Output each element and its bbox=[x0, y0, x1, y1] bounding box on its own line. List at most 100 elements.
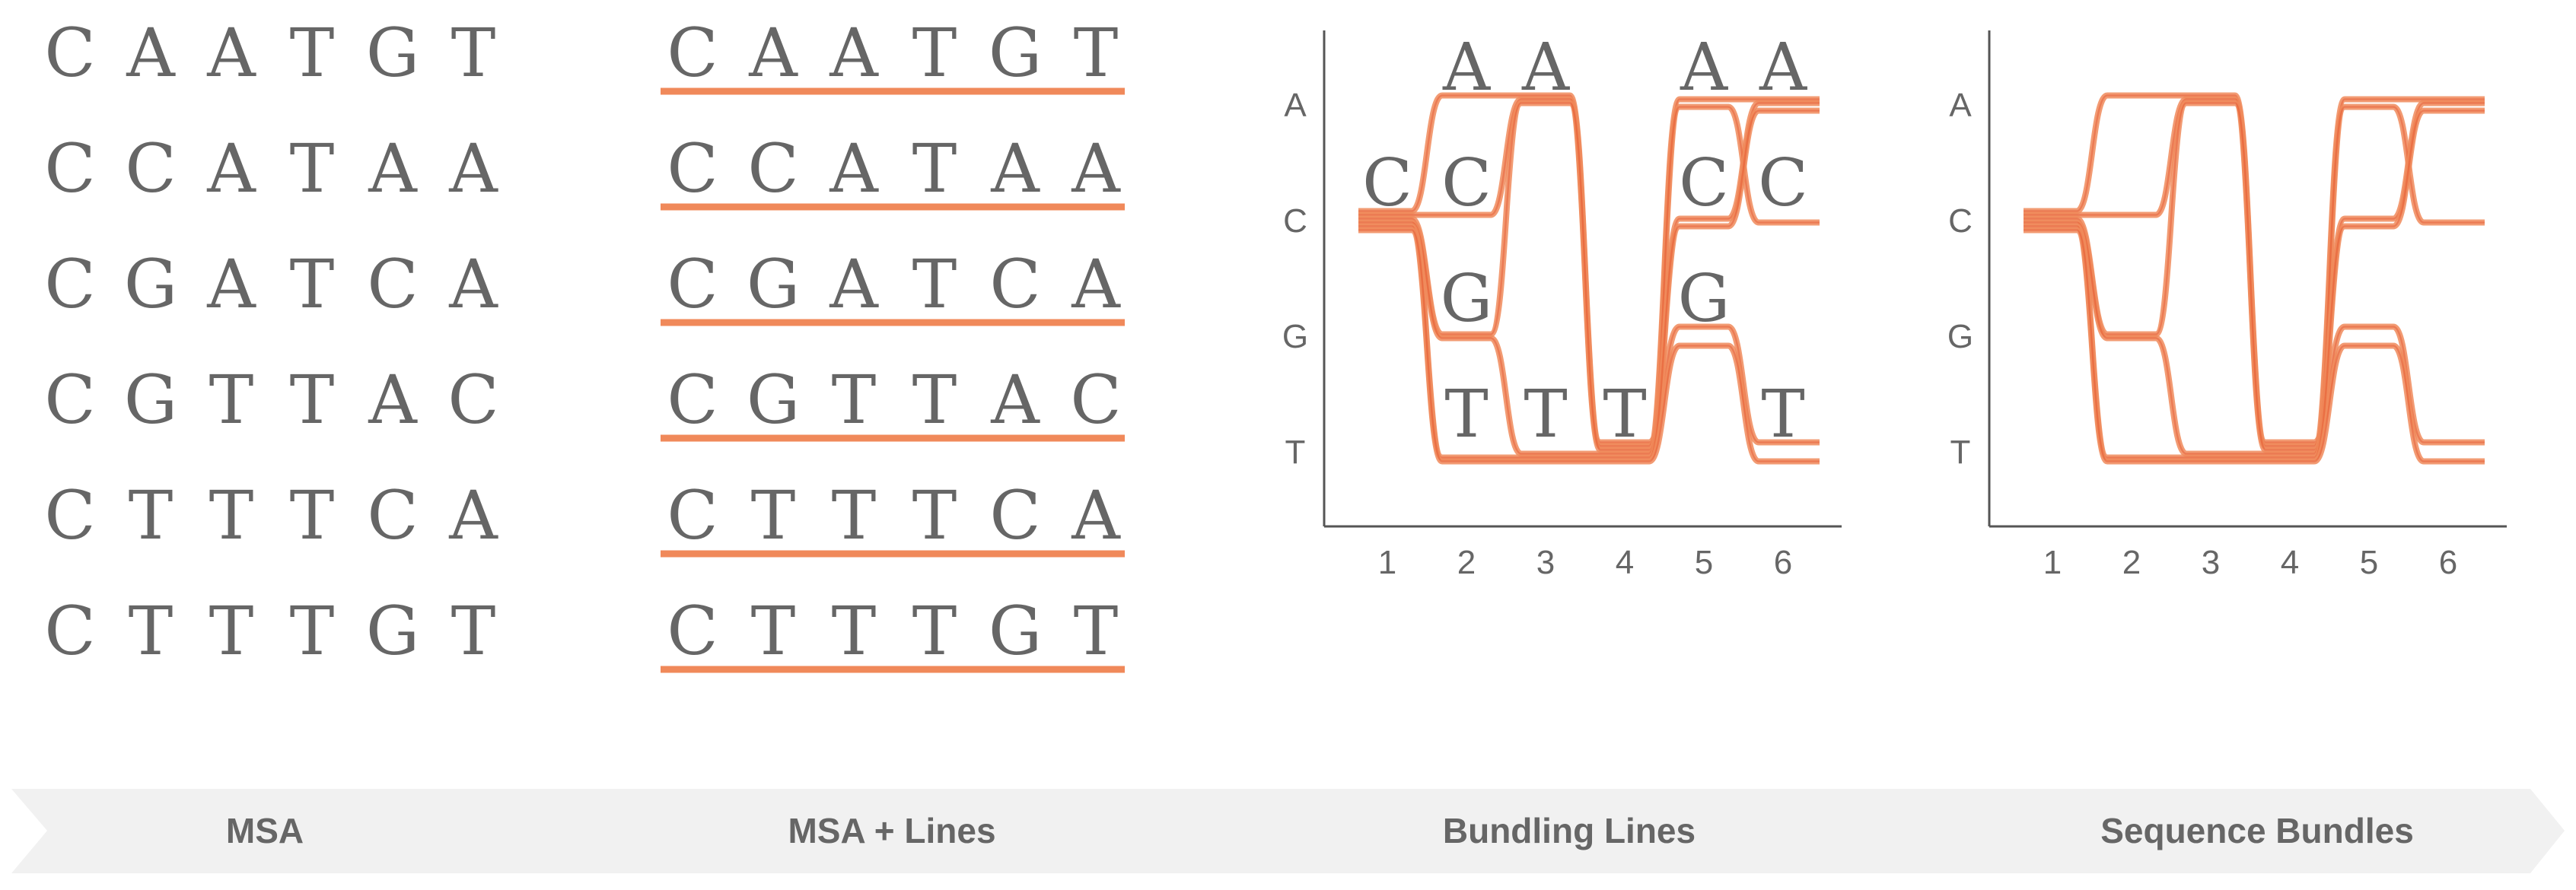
y-tick-label: C bbox=[1948, 202, 1973, 240]
msa-letter: T bbox=[129, 476, 174, 555]
bundle-base-letter: A bbox=[1521, 30, 1570, 106]
sequence-bundle-line-core bbox=[2024, 102, 2485, 451]
bundle-base-letter: G bbox=[1441, 261, 1493, 337]
msa-letter: A bbox=[448, 245, 498, 323]
msa-line-letter: A bbox=[990, 361, 1040, 439]
msa-line-letter: T bbox=[912, 592, 957, 670]
msa-line-letter: C bbox=[1070, 361, 1121, 439]
msa-line-letter: T bbox=[751, 476, 796, 555]
msa-line-letter: T bbox=[912, 245, 957, 323]
x-tick-label: 3 bbox=[2202, 544, 2220, 581]
msa-letter: A bbox=[126, 14, 176, 92]
msa-line-letter: A bbox=[1071, 245, 1121, 323]
msa-line-letter: T bbox=[1074, 592, 1119, 670]
x-tick-label: 1 bbox=[1378, 544, 1396, 581]
msa-letter: G bbox=[124, 245, 177, 323]
sequence-bundle-line-core bbox=[2024, 106, 2485, 455]
msa-line-letter: T bbox=[912, 14, 957, 92]
msa-letter: T bbox=[209, 476, 254, 555]
msa-letter: C bbox=[367, 245, 418, 323]
msa-line-letter: T bbox=[751, 592, 796, 670]
sequence-bundle-line bbox=[2024, 100, 2485, 453]
msa-letter: C bbox=[44, 14, 95, 92]
msa-line-letter: G bbox=[747, 361, 800, 439]
msa-letter: G bbox=[366, 14, 419, 92]
msa-line-letter: T bbox=[912, 476, 957, 555]
msa-line-letter: A bbox=[1071, 129, 1121, 208]
stage-label: MSA + Lines bbox=[788, 811, 995, 850]
x-tick-label: 3 bbox=[1536, 544, 1555, 581]
msa-letter: T bbox=[209, 361, 254, 439]
msa-line-letter: A bbox=[829, 14, 879, 92]
sequence-bundle-line-core bbox=[1358, 229, 1820, 462]
sequence-bundle-line-core bbox=[2024, 229, 2485, 462]
msa-letter: T bbox=[209, 592, 254, 670]
msa-line-letter: G bbox=[989, 592, 1042, 670]
sequence-bundle-line-core bbox=[1358, 102, 1820, 451]
x-tick-label: 1 bbox=[2043, 544, 2062, 581]
msa-letter: A bbox=[206, 14, 256, 92]
msa-letter: T bbox=[290, 592, 335, 670]
msa-line-letter: T bbox=[832, 476, 877, 555]
sequence-bundle-line-core bbox=[1358, 106, 1820, 455]
msa-letter: T bbox=[290, 361, 335, 439]
x-tick-label: 2 bbox=[1457, 544, 1476, 581]
x-tick-label: 6 bbox=[1774, 544, 1792, 581]
y-tick-label: A bbox=[1949, 87, 1972, 124]
msa-line-letter: C bbox=[667, 592, 718, 670]
bundle-base-letter: T bbox=[1524, 377, 1567, 453]
msa-line-letter: T bbox=[912, 361, 957, 439]
msa-line-letter: C bbox=[667, 245, 718, 323]
msa-line-letter: C bbox=[667, 14, 718, 92]
bundle-base-letter: A bbox=[1759, 30, 1807, 106]
msa-letter: C bbox=[44, 361, 95, 439]
msa-letter: C bbox=[44, 592, 95, 670]
x-tick-label: 4 bbox=[2281, 544, 2299, 581]
msa-line-letter: C bbox=[747, 129, 798, 208]
msa-letter: T bbox=[290, 14, 335, 92]
msa-line-letter: A bbox=[1071, 476, 1121, 555]
msa-letter: C bbox=[367, 476, 418, 555]
bundle-base-letter: C bbox=[1441, 145, 1492, 221]
x-tick-label: 5 bbox=[1695, 544, 1713, 581]
msa-letter: C bbox=[44, 476, 95, 555]
msa-line-letter: A bbox=[748, 14, 798, 92]
msa-letter: T bbox=[290, 129, 335, 208]
sequence-bundle-line bbox=[2024, 227, 2485, 465]
sequence-bundle-line bbox=[1358, 103, 1820, 457]
y-tick-label: G bbox=[1947, 318, 1973, 355]
msa-line-letter: G bbox=[989, 14, 1042, 92]
bundle-base-letter: C bbox=[1758, 145, 1808, 221]
msa-letter: G bbox=[124, 361, 177, 439]
msa-line-letter: A bbox=[990, 129, 1040, 208]
msa-letter: T bbox=[290, 476, 335, 555]
msa-line-letter: A bbox=[829, 129, 879, 208]
msa-letter: C bbox=[44, 245, 95, 323]
msa-line-letter: C bbox=[667, 129, 718, 208]
x-tick-label: 6 bbox=[2439, 544, 2457, 581]
msa-letter: C bbox=[44, 129, 95, 208]
msa-line-letter: T bbox=[832, 361, 877, 439]
stage-label: MSA bbox=[226, 811, 304, 850]
msa-line-letter: G bbox=[747, 245, 800, 323]
y-tick-label: C bbox=[1283, 202, 1307, 240]
msa-line-letter: C bbox=[989, 245, 1040, 323]
x-tick-label: 4 bbox=[1616, 544, 1634, 581]
sequence-bundle-line bbox=[1358, 100, 1820, 453]
msa-line-letter: A bbox=[829, 245, 879, 323]
bundle-base-letter: C bbox=[1679, 145, 1729, 221]
msa-letter: A bbox=[206, 129, 256, 208]
msa-letter: C bbox=[447, 361, 498, 439]
bundle-base-letter: T bbox=[1444, 377, 1488, 453]
msa-line-letter: T bbox=[912, 129, 957, 208]
stage-label: Sequence Bundles bbox=[2100, 811, 2414, 850]
bundle-base-letter: A bbox=[1442, 30, 1491, 106]
msa-letter: C bbox=[125, 129, 176, 208]
y-tick-label: A bbox=[1284, 87, 1307, 124]
msa-letter: A bbox=[448, 476, 498, 555]
msa-line-letter: T bbox=[832, 592, 877, 670]
msa-letter: A bbox=[368, 361, 418, 439]
